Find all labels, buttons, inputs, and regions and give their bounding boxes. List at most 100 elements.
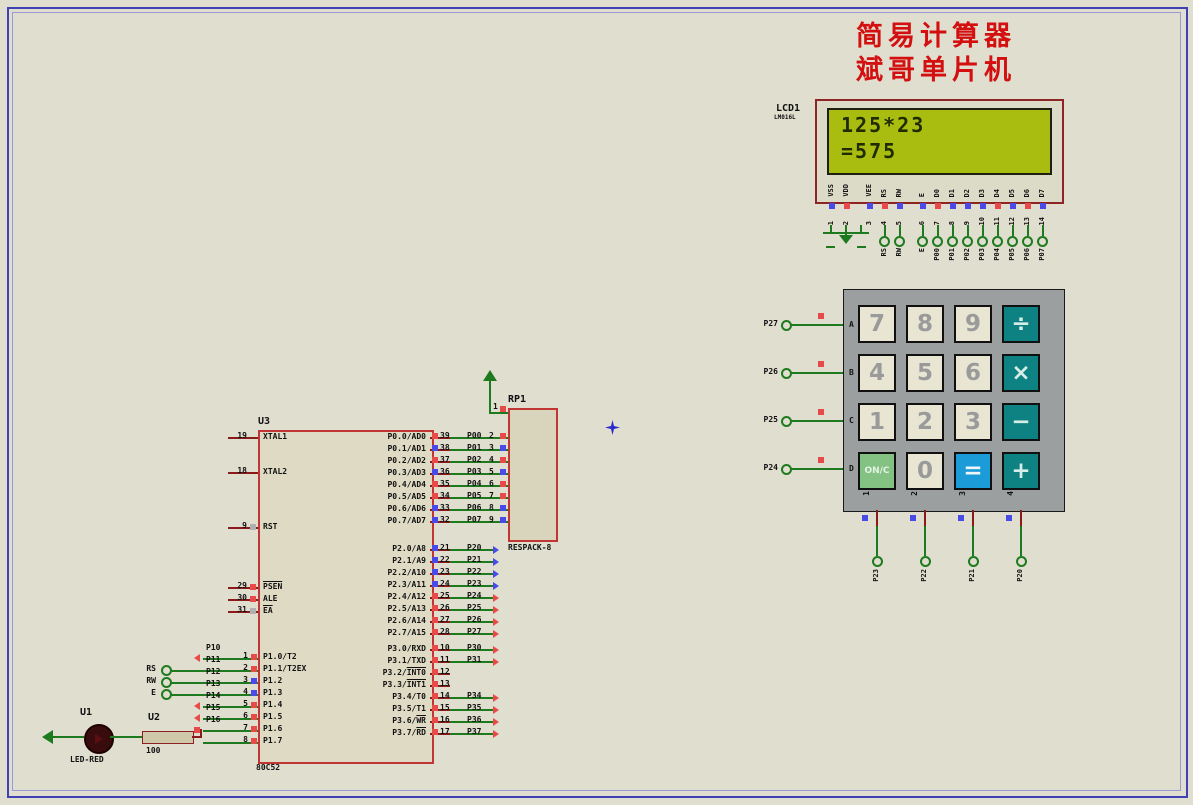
lcd-pin-name: D7 <box>1038 188 1046 197</box>
dangling-wire-arrow-icon <box>493 594 499 602</box>
mcu-pin-row: 29 PSEN <box>225 581 335 593</box>
pin-name: P0.4/AD4 <box>387 480 426 489</box>
keypad-key[interactable]: 5 <box>906 354 944 392</box>
keypad-key[interactable]: − <box>1002 403 1040 441</box>
terminal[interactable]: P02 <box>960 225 975 261</box>
terminal[interactable]: P06 <box>1020 225 1035 261</box>
keypad-key[interactable]: 9 <box>954 305 992 343</box>
power-icon[interactable] <box>483 370 497 381</box>
lcd-ref-label: LCD1 <box>776 103 801 114</box>
pin-state-square <box>828 203 835 209</box>
pin-stub <box>228 527 258 529</box>
dangling-wire-arrow-icon <box>493 706 499 714</box>
pin-number: 5 <box>243 699 248 708</box>
mcu-pin-row: P3.5/T1 15 P35 <box>330 703 515 715</box>
terminal[interactable]: P05 <box>1005 225 1020 261</box>
wire <box>790 372 843 374</box>
terminal[interactable]: RS <box>877 225 892 261</box>
terminal-circle-icon[interactable] <box>894 236 905 247</box>
pin-name: P3.2/INT0 <box>382 668 426 677</box>
keypad-key[interactable]: ON/C <box>858 452 896 490</box>
keypad-key[interactable]: ÷ <box>1002 305 1040 343</box>
terminal-circle-icon[interactable] <box>968 556 979 567</box>
terminal[interactable]: RW <box>892 225 907 261</box>
terminal-circle-icon[interactable] <box>1016 556 1027 567</box>
net-label: P12 <box>206 667 221 676</box>
keypad-key[interactable]: × <box>1002 354 1040 392</box>
net-label: P26 <box>467 615 482 624</box>
pin-number: 18 <box>237 466 247 475</box>
terminal-circle-icon[interactable] <box>1007 236 1018 247</box>
mcu-body[interactable] <box>258 430 434 764</box>
pin-stub <box>430 509 450 511</box>
pin-state-square <box>432 717 438 723</box>
pin-state-square <box>818 457 824 463</box>
terminal[interactable]: P07 <box>1035 225 1050 261</box>
terminal-circle-icon[interactable] <box>932 236 943 247</box>
terminal[interactable]: P03 <box>975 225 990 261</box>
wire <box>430 661 493 663</box>
terminal-circle-icon[interactable] <box>1022 236 1033 247</box>
pin-state-square <box>896 203 903 209</box>
terminal-circle-icon[interactable] <box>947 236 958 247</box>
keypad-key[interactable]: 8 <box>906 305 944 343</box>
keypad-key[interactable]: 6 <box>954 354 992 392</box>
pin-state-square <box>979 203 986 209</box>
respack-body[interactable] <box>508 408 558 542</box>
keypad-key[interactable]: 3 <box>954 403 992 441</box>
terminal-label: P06 <box>1023 248 1031 261</box>
terminal[interactable]: P00 <box>930 225 945 261</box>
pin-name: P1.3 <box>263 688 283 697</box>
pin-number: 24 <box>440 579 450 588</box>
ground-rail <box>823 232 869 234</box>
pin-stub <box>200 729 202 738</box>
wire <box>203 742 258 744</box>
mcu-pin-row: P0.2/AD2 37 P02 4 <box>330 455 515 467</box>
pin-name: P2.1/A9 <box>392 556 426 565</box>
terminal[interactable]: P04 <box>990 225 1005 261</box>
ground-arrow-icon[interactable] <box>42 730 53 744</box>
keypad-key[interactable]: 7 <box>858 305 896 343</box>
terminal-circle-icon[interactable] <box>962 236 973 247</box>
led-body[interactable] <box>84 724 114 754</box>
pin-state-square <box>432 629 438 635</box>
terminal-label: E <box>151 688 156 697</box>
ground-icon[interactable] <box>839 235 853 244</box>
terminal[interactable]: P01 <box>945 225 960 261</box>
terminal-circle-icon[interactable] <box>872 556 883 567</box>
lcd-pin-name: D0 <box>933 188 941 197</box>
keypad-key[interactable]: 1 <box>858 403 896 441</box>
terminal[interactable]: E <box>915 225 930 261</box>
terminal-circle-icon[interactable] <box>977 236 988 247</box>
pin-state-square <box>432 481 438 487</box>
keypad-key[interactable]: 2 <box>906 403 944 441</box>
pin-state-square <box>432 457 438 463</box>
pin-state-square <box>250 596 256 602</box>
mcu-pin-row: P0.5/AD5 34 P05 7 <box>330 491 515 503</box>
wire <box>790 468 843 470</box>
pin-number: 12 <box>440 667 450 676</box>
wire <box>52 736 84 738</box>
mcu-p1-pins: P10 1 P1.0/T2 RS P11 2 P1.1/T2EX RW P12 <box>130 643 430 747</box>
terminal-circle-icon[interactable] <box>917 236 928 247</box>
dangling-wire-arrow-icon <box>493 582 499 590</box>
terminal-circle-icon[interactable] <box>992 236 1003 247</box>
pin-state-square <box>432 445 438 451</box>
net-label: P01 <box>467 443 482 452</box>
dangling-wire-arrow-icon <box>194 714 200 722</box>
resistor-body[interactable] <box>142 731 194 744</box>
terminal-label: P04 <box>993 248 1001 261</box>
pin-stub <box>430 721 450 723</box>
pin-stub <box>228 472 258 474</box>
keypad-key[interactable]: 0 <box>906 452 944 490</box>
keypad-key[interactable]: 4 <box>858 354 896 392</box>
mcu-pin-row: P2.4/A12 25 P24 <box>330 591 515 603</box>
pin-name: P3.4/T0 <box>392 692 426 701</box>
terminal-circle-icon[interactable] <box>1037 236 1048 247</box>
keypad-key[interactable]: = <box>954 452 992 490</box>
keypad-key[interactable]: + <box>1002 452 1040 490</box>
mcu-pin-row: P2.1/A9 22 P21 <box>330 555 515 567</box>
terminal-circle-icon[interactable] <box>920 556 931 567</box>
terminal-circle-icon[interactable] <box>879 236 890 247</box>
net-label: P21 <box>467 555 482 564</box>
